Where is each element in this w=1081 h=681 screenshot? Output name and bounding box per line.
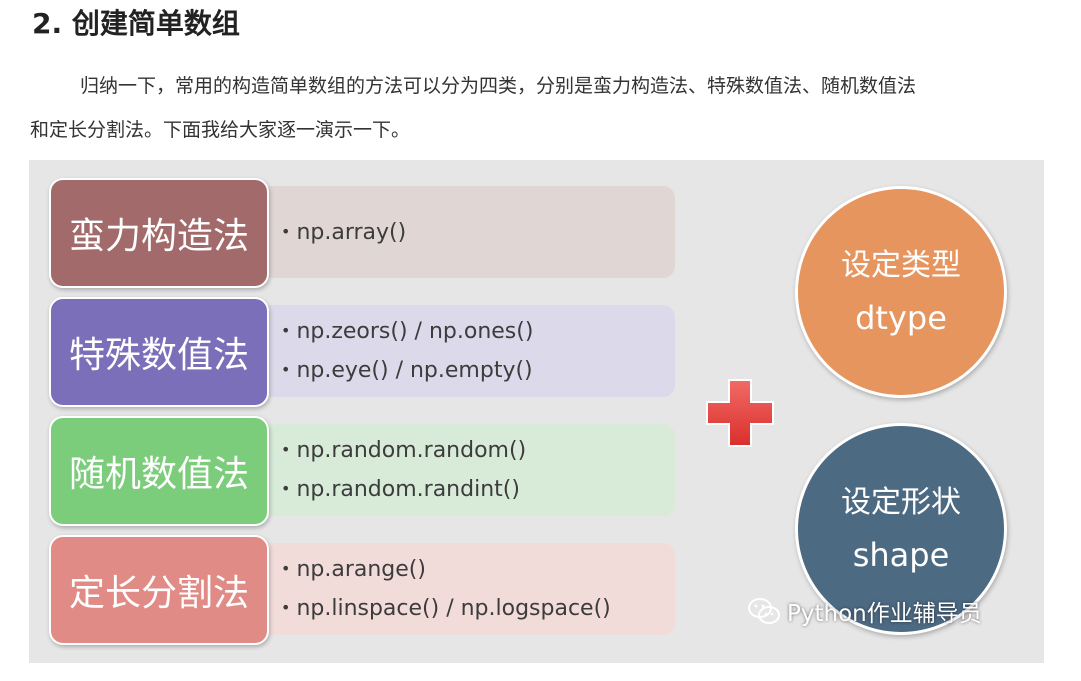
watermark-text: Python作业辅导员	[787, 601, 982, 627]
section-heading: 2. 创建简单数组	[32, 7, 240, 40]
paragraph-line: 归纳一下，常用的构造简单数组的方法可以分为四类，分别是蛮力构造法、特殊数值法、随…	[80, 75, 917, 97]
circle-title: 设定形状	[841, 485, 961, 520]
watermark: Python作业辅导员	[747, 594, 982, 628]
dtype-circle: 设定类型 dtype	[795, 186, 1007, 398]
intro-paragraph: 归纳一下，常用的构造简单数组的方法可以分为四类，分别是蛮力构造法、特殊数值法、随…	[30, 64, 1050, 152]
paragraph-line: 和定长分割法。下面我给大家逐一演示一下。	[30, 119, 411, 141]
circle-title: 设定类型	[841, 248, 961, 283]
method-row-random-values: 随机数值法 •np.random.random() •np.random.ran…	[49, 416, 679, 526]
method-row-special-values: 特殊数值法 •np.zeors() / np.ones() •np.eye() …	[49, 297, 679, 407]
shape-circle: 设定形状 shape	[795, 423, 1007, 635]
method-label: 定长分割法	[49, 535, 269, 645]
function-item: •np.arange()	[281, 557, 426, 582]
method-label: 特殊数值法	[49, 297, 269, 407]
bullet-icon: •	[281, 440, 291, 459]
function-item: •np.zeors() / np.ones()	[281, 319, 534, 344]
bullet-icon: •	[281, 559, 291, 578]
function-item: •np.random.random()	[281, 438, 527, 463]
bullet-icon: •	[281, 360, 291, 379]
method-label: 随机数值法	[49, 416, 269, 526]
circle-keyword: dtype	[855, 299, 947, 337]
bullet-icon: •	[281, 221, 291, 241]
method-row-brute-force: 蛮力构造法 •np.array()	[49, 178, 679, 288]
bullet-icon: •	[281, 479, 291, 498]
method-label: 蛮力构造法	[49, 178, 269, 288]
array-methods-figure: 蛮力构造法 •np.array() 特殊数值法 •np.zeors() / np…	[29, 160, 1044, 663]
method-detail: •np.array()	[267, 186, 675, 278]
bullet-icon: •	[281, 321, 291, 340]
function-item: •np.array()	[281, 219, 407, 245]
function-item: •np.linspace() / np.logspace()	[281, 596, 611, 621]
circle-keyword: shape	[852, 536, 950, 574]
function-item: •np.random.randint()	[281, 477, 520, 502]
plus-icon	[706, 379, 774, 447]
method-detail: •np.random.random() •np.random.randint()	[267, 424, 675, 516]
function-item: •np.eye() / np.empty()	[281, 358, 533, 383]
bullet-icon: •	[281, 598, 291, 617]
method-detail: •np.zeors() / np.ones() •np.eye() / np.e…	[267, 305, 675, 397]
wechat-icon	[748, 598, 780, 624]
method-row-fixed-split: 定长分割法 •np.arange() •np.linspace() / np.l…	[49, 535, 679, 645]
method-detail: •np.arange() •np.linspace() / np.logspac…	[267, 543, 675, 635]
